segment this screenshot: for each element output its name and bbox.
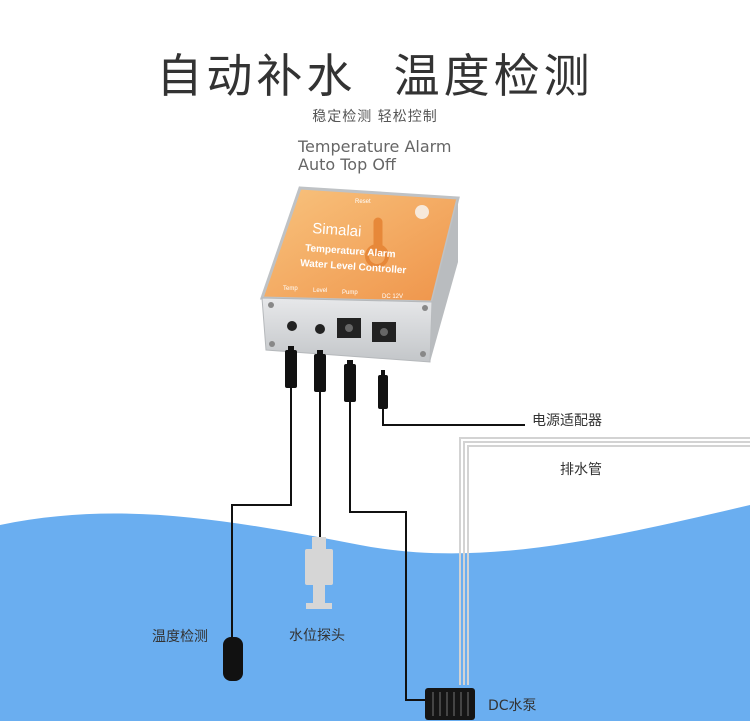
cables xyxy=(231,388,525,701)
water-area xyxy=(0,505,750,721)
page-title: 自动补水 温度检测 xyxy=(156,49,594,103)
controller-device xyxy=(259,186,460,363)
english-line-2: Auto Top Off xyxy=(298,155,396,174)
label-drain-pipe: 排水管 xyxy=(560,462,602,478)
pump xyxy=(425,688,475,720)
port-label-dc: DC 12V xyxy=(382,294,403,300)
port-label-level: Level xyxy=(313,288,327,294)
device-brand: Simalai xyxy=(312,220,362,240)
drain-pipe xyxy=(459,437,750,685)
label-power-adapter: 电源适配器 xyxy=(532,413,602,429)
page-subtitle: 稳定检测 轻松控制 xyxy=(312,109,438,125)
temperature-probe xyxy=(223,637,243,681)
english-line-1: Temperature Alarm xyxy=(298,137,452,156)
device-reset-label: Reset xyxy=(355,199,371,205)
label-pump: DC水泵 xyxy=(488,698,537,714)
plugs xyxy=(285,346,388,409)
label-temperature-probe: 温度检测 xyxy=(152,629,208,645)
port-label-pump: Pump xyxy=(342,290,358,296)
label-level-probe: 水位探头 xyxy=(289,628,345,644)
port-label-temp: Temp xyxy=(283,286,298,292)
water-level-probe xyxy=(305,537,333,609)
